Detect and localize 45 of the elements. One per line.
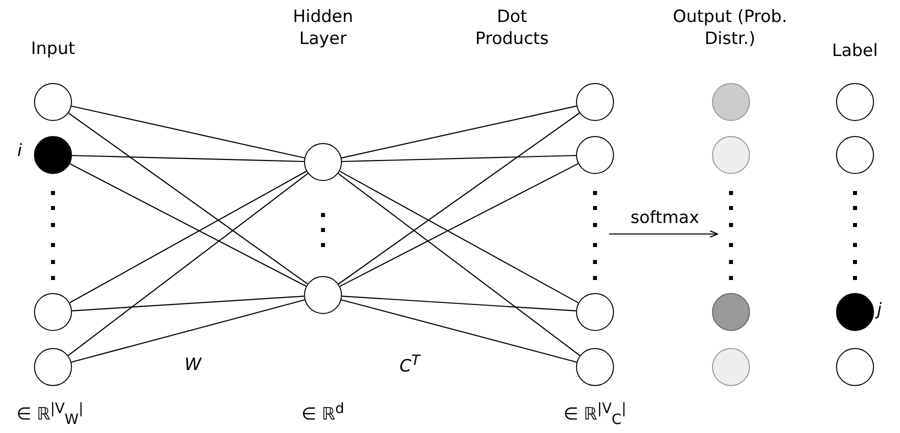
connection-line bbox=[68, 173, 308, 356]
operation-label: softmax bbox=[630, 207, 700, 230]
weight-label: W bbox=[184, 354, 202, 376]
column-heading: Dot Products bbox=[474, 6, 550, 50]
connection-line bbox=[72, 296, 304, 312]
neuron-circle bbox=[836, 83, 874, 121]
connection-line bbox=[70, 163, 306, 287]
index-label: i bbox=[17, 143, 22, 160]
connection-line bbox=[71, 299, 305, 363]
connection-line bbox=[342, 154, 576, 162]
connection-line bbox=[340, 163, 578, 287]
neuron-circle bbox=[836, 136, 874, 174]
neuron-circle bbox=[304, 276, 342, 314]
weight-label: C$^{T}$ bbox=[400, 352, 420, 378]
neuron-circle bbox=[34, 293, 72, 331]
neuron-circle bbox=[576, 136, 614, 174]
connection-line bbox=[341, 299, 577, 363]
neuron-circle bbox=[576, 293, 614, 331]
connection-line bbox=[341, 106, 577, 158]
column-heading: Output (Prob. Distr.) bbox=[672, 6, 788, 50]
neuron-circle bbox=[712, 136, 750, 174]
neuron-circle bbox=[304, 143, 342, 181]
index-label: j bbox=[877, 302, 882, 319]
neuron-circle bbox=[34, 83, 72, 121]
neuron-circle bbox=[836, 348, 874, 386]
connection-line bbox=[339, 170, 579, 304]
connection-line bbox=[338, 173, 580, 356]
column-heading: Hidden Layer bbox=[292, 6, 354, 50]
neuron-circle bbox=[34, 136, 72, 174]
connection-line bbox=[68, 112, 308, 284]
neuron-circle bbox=[712, 83, 750, 121]
neuron-circle bbox=[836, 293, 874, 331]
neuron-circle bbox=[712, 348, 750, 386]
neuron-circle bbox=[712, 293, 750, 331]
column-heading: Input bbox=[31, 38, 76, 60]
connection-line bbox=[69, 170, 307, 304]
dimension-label: ∈ ℝ$^{d}$ bbox=[302, 400, 344, 426]
neuron-circle bbox=[576, 348, 614, 386]
neuron-circle bbox=[576, 83, 614, 121]
connection-line bbox=[338, 112, 580, 284]
column-heading: Label bbox=[832, 40, 878, 62]
connection-line bbox=[342, 296, 576, 312]
neuron-circle bbox=[34, 348, 72, 386]
connection-line bbox=[71, 106, 305, 158]
connection-line bbox=[72, 154, 304, 162]
